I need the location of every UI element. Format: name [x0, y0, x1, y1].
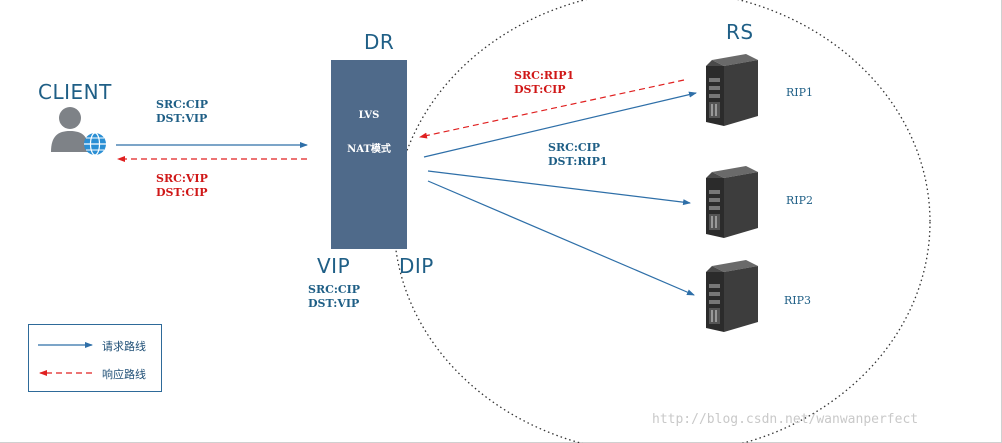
rs-response-arrow — [419, 79, 685, 139]
forward-arrow-rip1 — [423, 91, 697, 158]
watermark: http://blog.csdn.net/wanwanperfect — [652, 412, 919, 427]
legend-box — [28, 324, 162, 392]
rs-response-packet: SRC:RIP1 DST:CIP — [514, 69, 575, 96]
dr-label: DR — [364, 30, 395, 54]
rs-label: RS — [726, 20, 754, 44]
client-response-packet: SRC:VIP DST:CIP — [156, 172, 208, 199]
dr-director-box — [331, 60, 407, 249]
server-tower-icon — [706, 54, 758, 126]
lvs-label: LVS — [358, 110, 380, 121]
dr-forward-packet: SRC:CIP DST:RIP1 — [548, 141, 608, 168]
server-tower-icon — [706, 260, 758, 332]
server-label-rip3: RIP3 — [784, 294, 812, 307]
forward-arrow-rip3 — [427, 180, 695, 296]
client-request-packet: SRC:CIP DST:VIP — [156, 98, 209, 125]
server-label-rip1: RIP1 — [786, 86, 814, 99]
forward-arrow-rip2 — [427, 170, 691, 206]
real-server-pool-boundary — [393, 0, 931, 443]
vip-packet: SRC:CIP DST:VIP — [308, 283, 361, 310]
dip-label: DIP — [399, 254, 434, 278]
server-label-rip2: RIP2 — [786, 194, 814, 207]
user-globe-icon — [51, 107, 106, 156]
legend-response-label: 响应路线 — [102, 368, 146, 381]
nat-mode-label: NAT模式 — [347, 144, 391, 155]
client-label: CLIENT — [38, 80, 112, 104]
legend-request-label: 请求路线 — [102, 340, 146, 353]
server-tower-icon — [706, 166, 758, 238]
vip-label: VIP — [317, 254, 351, 278]
